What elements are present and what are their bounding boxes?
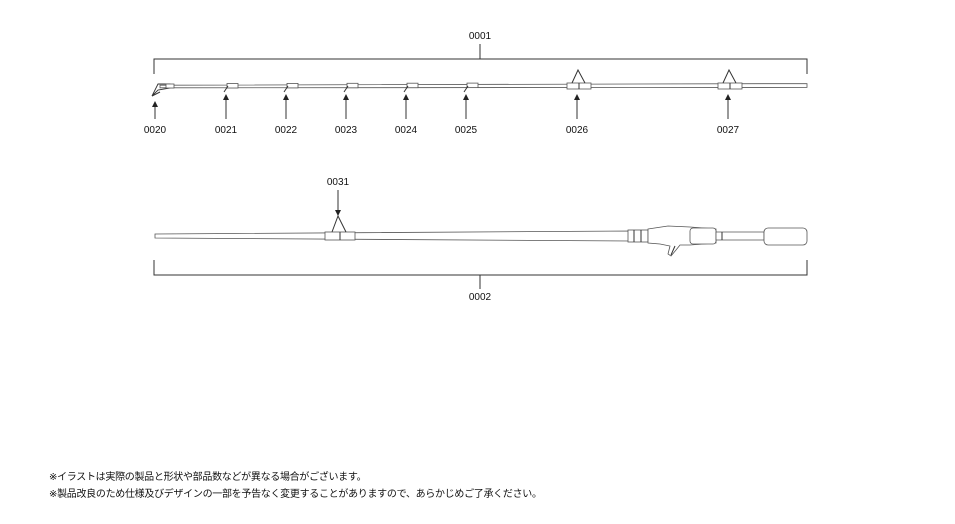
label-0001: 0001 [469, 31, 492, 42]
label-0021: 0021 [215, 125, 238, 136]
butt-section-blank [154, 230, 631, 242]
butt-section-assembly: 0031 0002 [153, 177, 808, 303]
guide-0031 [324, 214, 356, 241]
guide-0027 [717, 68, 743, 90]
tip-section-bracket [153, 58, 808, 74]
butt-section-bracket [153, 260, 808, 276]
label-0026: 0026 [566, 125, 589, 136]
guide-0022 [283, 83, 299, 93]
label-0023: 0023 [335, 125, 358, 136]
disclaimer-notes: ※イラストは実際の製品と形状や部品数などが異なる場合がございます。 ※製品改良の… [49, 469, 542, 503]
label-0002: 0002 [469, 292, 492, 303]
rod-handle [627, 225, 808, 257]
guide-0025 [463, 82, 479, 93]
tip-top-guide [151, 83, 175, 97]
label-0024: 0024 [395, 125, 418, 136]
label-0025: 0025 [455, 125, 478, 136]
tip-section-blank [159, 83, 808, 89]
label-0027: 0027 [717, 125, 740, 136]
disclaimer-line-1: ※イラストは実際の製品と形状や部品数などが異なる場合がございます。 [49, 472, 367, 483]
label-0031: 0031 [327, 177, 350, 188]
tip-section-assembly: 0001 [144, 31, 808, 136]
label-0020: 0020 [144, 125, 167, 136]
guide-0021 [223, 83, 239, 93]
label-0022: 0022 [275, 125, 298, 136]
disclaimer-line-2: ※製品改良のため仕様及びデザインの一部を予告なく変更することがありますので、あら… [49, 489, 542, 500]
guide-0026 [566, 68, 592, 90]
guide-0023 [343, 82, 359, 93]
guide-0024 [403, 82, 419, 93]
